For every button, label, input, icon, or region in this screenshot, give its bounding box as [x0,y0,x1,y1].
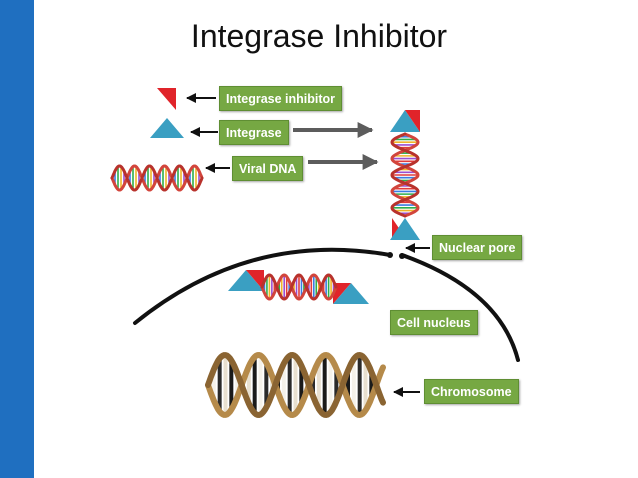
nuclear-membrane-arc [133,247,392,325]
label-viral-dna: Viral DNA [232,156,304,181]
nuclear-membrane-arc-right [400,253,520,362]
viral-dna-helix [110,164,204,192]
label-chromosome: Chromosome [424,379,519,404]
label-nuclear-pore: Nuclear pore [432,235,523,260]
integrase-inhibitor-icon [157,88,176,110]
label-integrase-inhibitor: Integrase inhibitor [219,86,343,111]
integrated-dna-complex [228,270,369,304]
chromosome-dna-helix [205,351,386,419]
vertical-integration-complex [390,110,420,240]
integrase-icon [150,118,184,138]
label-cell-nucleus: Cell nucleus [390,310,478,335]
slide-sidebar-bar [0,0,34,478]
slide-title: Integrase Inhibitor [190,18,448,54]
label-integrase: Integrase [219,120,289,145]
